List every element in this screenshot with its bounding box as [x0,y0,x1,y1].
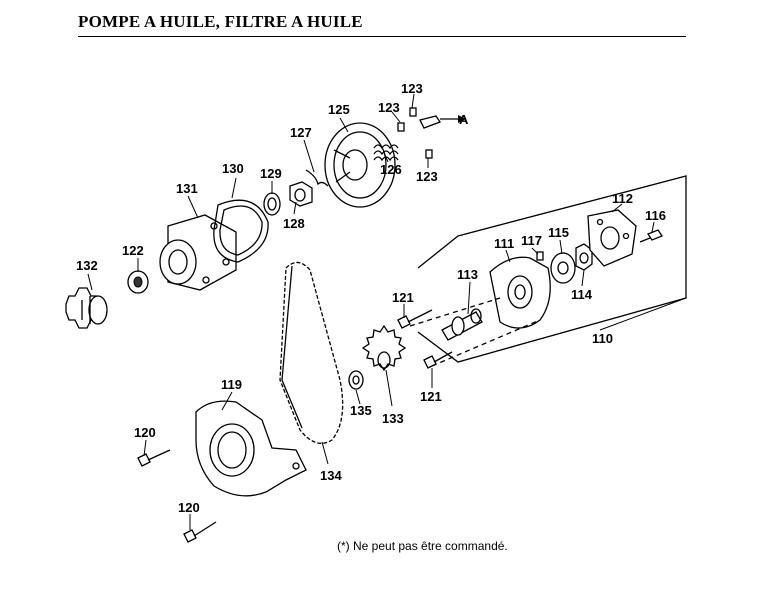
title-underline [78,36,686,37]
callout-121: 121 [420,389,442,404]
callout-132: 132 [76,258,98,273]
part-111-pump-body [489,256,551,329]
callout-126: 126 [380,162,402,177]
part-128-nut [289,181,313,207]
callout-135: 135 [350,403,372,418]
callout-121: 121 [392,290,414,305]
part-112-pump-cover [587,209,637,267]
pump-assembly-bracket [417,175,687,363]
part-133-sprocket [361,324,407,372]
callout-113: 113 [457,267,478,282]
page-title: POMPE A HUILE, FILTRE A HUILE [78,12,363,31]
part-113-shaft [441,308,483,341]
part-120-bolts [137,449,217,543]
part-117-pin [536,251,544,261]
callout-112: 112 [612,191,633,206]
leader-lines [87,93,687,530]
callout-114: 114 [571,287,593,302]
callout-119: 119 [221,377,242,392]
part-129-washer [263,192,281,216]
part-116-bolt [639,229,663,243]
part-135-spacer [348,370,364,390]
callout-111: 111 [494,236,514,251]
callout-116: 116 [645,208,666,223]
callout-120: 120 [134,425,156,440]
callout-134: 134 [320,468,342,483]
part-121-bolts [397,309,453,369]
callout-128: 128 [283,216,305,231]
part-115-rotor [550,252,576,284]
footnote: (*) Ne peut pas être commandé. [337,539,508,553]
part-122-nut [127,270,149,294]
part-114-rotor [575,243,593,271]
callout-a: A [459,112,469,127]
part-123-screws [397,107,441,159]
part-132-gear [65,287,108,329]
part-127-clip [305,169,329,187]
callout-123: 123 [378,100,400,115]
callout-133: 133 [382,411,404,426]
callout-131: 131 [176,181,198,196]
callout-120: 120 [178,500,200,515]
callout-110: 110 [592,331,613,346]
callout-122: 122 [122,243,144,258]
callout-127: 127 [290,125,312,140]
part-131-housing [159,214,237,291]
callout-123: 123 [401,81,423,96]
part-134-chain [279,261,344,444]
callout-130: 130 [222,161,244,176]
callout-115: 115 [548,225,569,240]
part-130-gasket [213,199,269,263]
part-119-cover [195,400,307,497]
callout-117: 117 [521,233,542,248]
callout-129: 129 [260,166,282,181]
callout-125: 125 [328,102,350,117]
callout-123: 123 [416,169,438,184]
part-125-cover [324,122,396,208]
